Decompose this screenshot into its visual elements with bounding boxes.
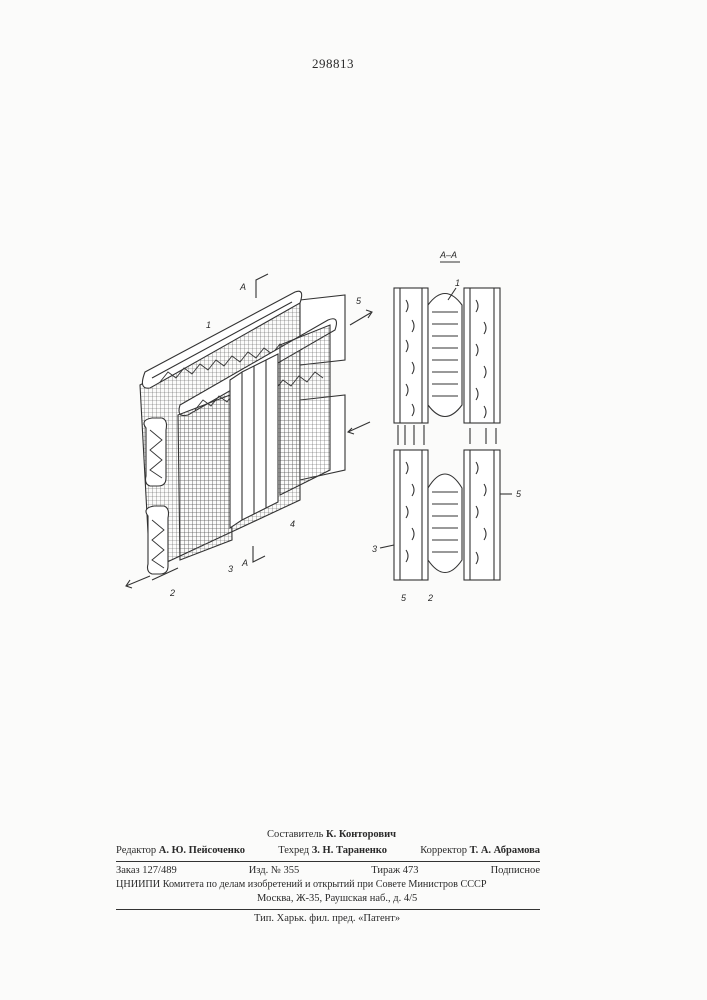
- address-line: Москва, Ж-35, Раушская наб., д. 4/5: [257, 893, 417, 904]
- svg-text:5: 5: [401, 593, 407, 603]
- staff-line: Редактор А. Ю. Пейсоченко Техред З. Н. Т…: [116, 845, 540, 856]
- divider: [116, 861, 540, 862]
- section-view: [380, 262, 512, 580]
- svg-text:1: 1: [455, 278, 460, 288]
- svg-text:А–А: А–А: [439, 250, 457, 260]
- institute-line: ЦНИИПИ Комитета по делам изобретений и о…: [116, 879, 540, 890]
- svg-text:А: А: [239, 282, 246, 292]
- svg-text:А: А: [241, 558, 248, 568]
- svg-text:5: 5: [356, 296, 362, 306]
- svg-text:1: 1: [206, 320, 211, 330]
- svg-text:3: 3: [372, 544, 377, 554]
- svg-text:4: 4: [290, 519, 295, 529]
- compiler-line: Составитель К. Конторович: [267, 829, 396, 840]
- printer-line: Тип. Харьк. фил. пред. «Патент»: [254, 913, 400, 924]
- svg-text:3: 3: [228, 564, 233, 574]
- divider: [116, 909, 540, 910]
- isometric-view: [126, 274, 372, 588]
- order-line: Заказ 127/489 Изд. № 355 Тираж 473 Подпи…: [116, 865, 540, 876]
- svg-text:2: 2: [427, 593, 433, 603]
- svg-text:5: 5: [516, 489, 522, 499]
- svg-text:2: 2: [169, 588, 175, 598]
